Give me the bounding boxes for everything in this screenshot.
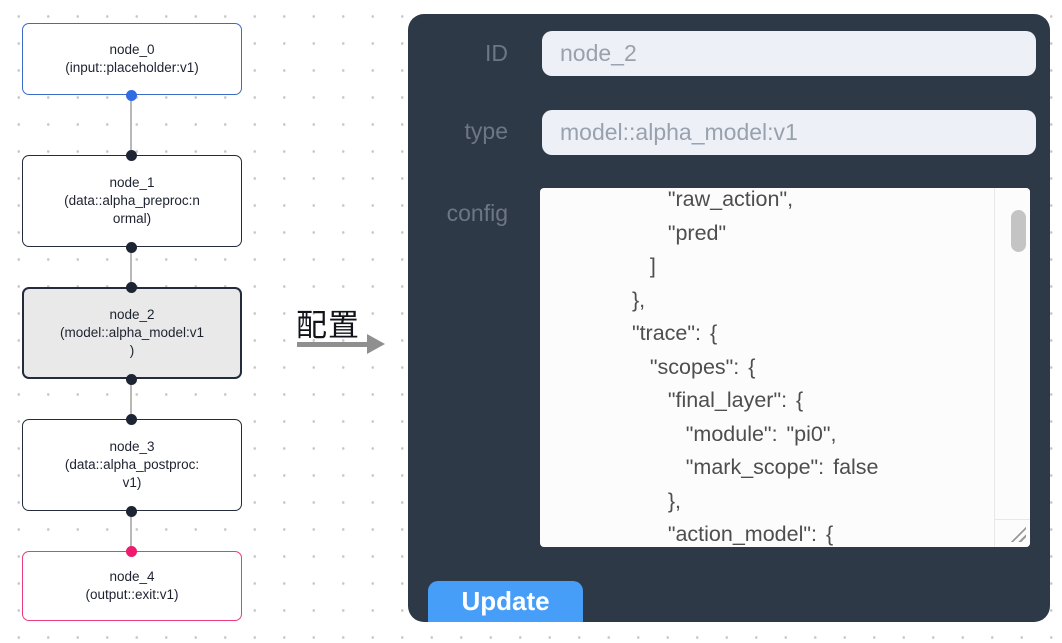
node-type-line: v1)	[122, 475, 142, 490]
port-node0-out[interactable]	[125, 89, 137, 101]
transfer-label: 配置	[296, 308, 360, 343]
port-node2-in[interactable]	[125, 281, 137, 293]
node-type-line: (data::alpha_postproc:	[64, 457, 200, 472]
node-title: node_2	[109, 307, 155, 322]
config-json-text: "raw_action", "pred" ] }, "trace": { "sc…	[631, 188, 879, 546]
id-input[interactable]	[542, 31, 1036, 76]
flow-node-node_2-selected[interactable]: node_2 (model::alpha_model:v1 )	[22, 287, 242, 379]
right-arrow-line	[297, 342, 367, 347]
node-type-line: (input::placeholder:v1)	[65, 60, 199, 75]
flow-node-node_1[interactable]: node_1 (data::alpha_preproc:n ormal)	[22, 155, 242, 247]
node-type-line: (output::exit:v1)	[85, 587, 179, 602]
node-title: node_1	[109, 175, 155, 190]
type-field-label: type	[464, 118, 508, 144]
node-title: node_3	[109, 439, 155, 454]
port-node2-out[interactable]	[125, 373, 137, 385]
port-node3-in[interactable]	[125, 413, 137, 425]
edge-node1-node2	[130, 247, 132, 287]
edge-node0-node1	[130, 95, 132, 155]
node-type-line: (data::alpha_preproc:n	[64, 193, 200, 208]
flow-node-node_3[interactable]: node_3 (data::alpha_postproc: v1)	[22, 419, 242, 511]
flow-node-node_0[interactable]: node_0 (input::placeholder:v1)	[22, 23, 242, 95]
port-node4-in[interactable]	[125, 545, 137, 557]
edge-node2-node3	[130, 379, 132, 419]
config-textarea[interactable]: "raw_action", "pred" ] }, "trace": { "sc…	[540, 188, 1030, 547]
node-title: node_0	[109, 42, 155, 57]
port-node1-in[interactable]	[125, 149, 137, 161]
config-scrollbar-track[interactable]	[994, 188, 1030, 547]
config-scrollbar-thumb[interactable]	[1011, 210, 1026, 252]
type-input[interactable]	[542, 110, 1036, 155]
id-field-label: ID	[485, 40, 508, 66]
node-type-line: (model::alpha_model:v1	[59, 325, 205, 340]
update-button[interactable]: Update	[428, 581, 583, 622]
scrollbar-corner	[994, 519, 1030, 547]
node-title: node_4	[109, 569, 155, 584]
edge-node3-node4	[130, 511, 132, 551]
config-field-label: config	[446, 200, 508, 226]
port-node3-out[interactable]	[125, 505, 137, 517]
port-node1-out[interactable]	[125, 241, 137, 253]
right-arrow-icon	[367, 334, 385, 354]
config-panel: ID type config "raw_action", "pred" ] },…	[408, 14, 1050, 622]
flow-node-node_4[interactable]: node_4 (output::exit:v1)	[22, 551, 242, 621]
node-type-line: ormal)	[112, 211, 152, 226]
node-type-line: )	[129, 343, 135, 358]
